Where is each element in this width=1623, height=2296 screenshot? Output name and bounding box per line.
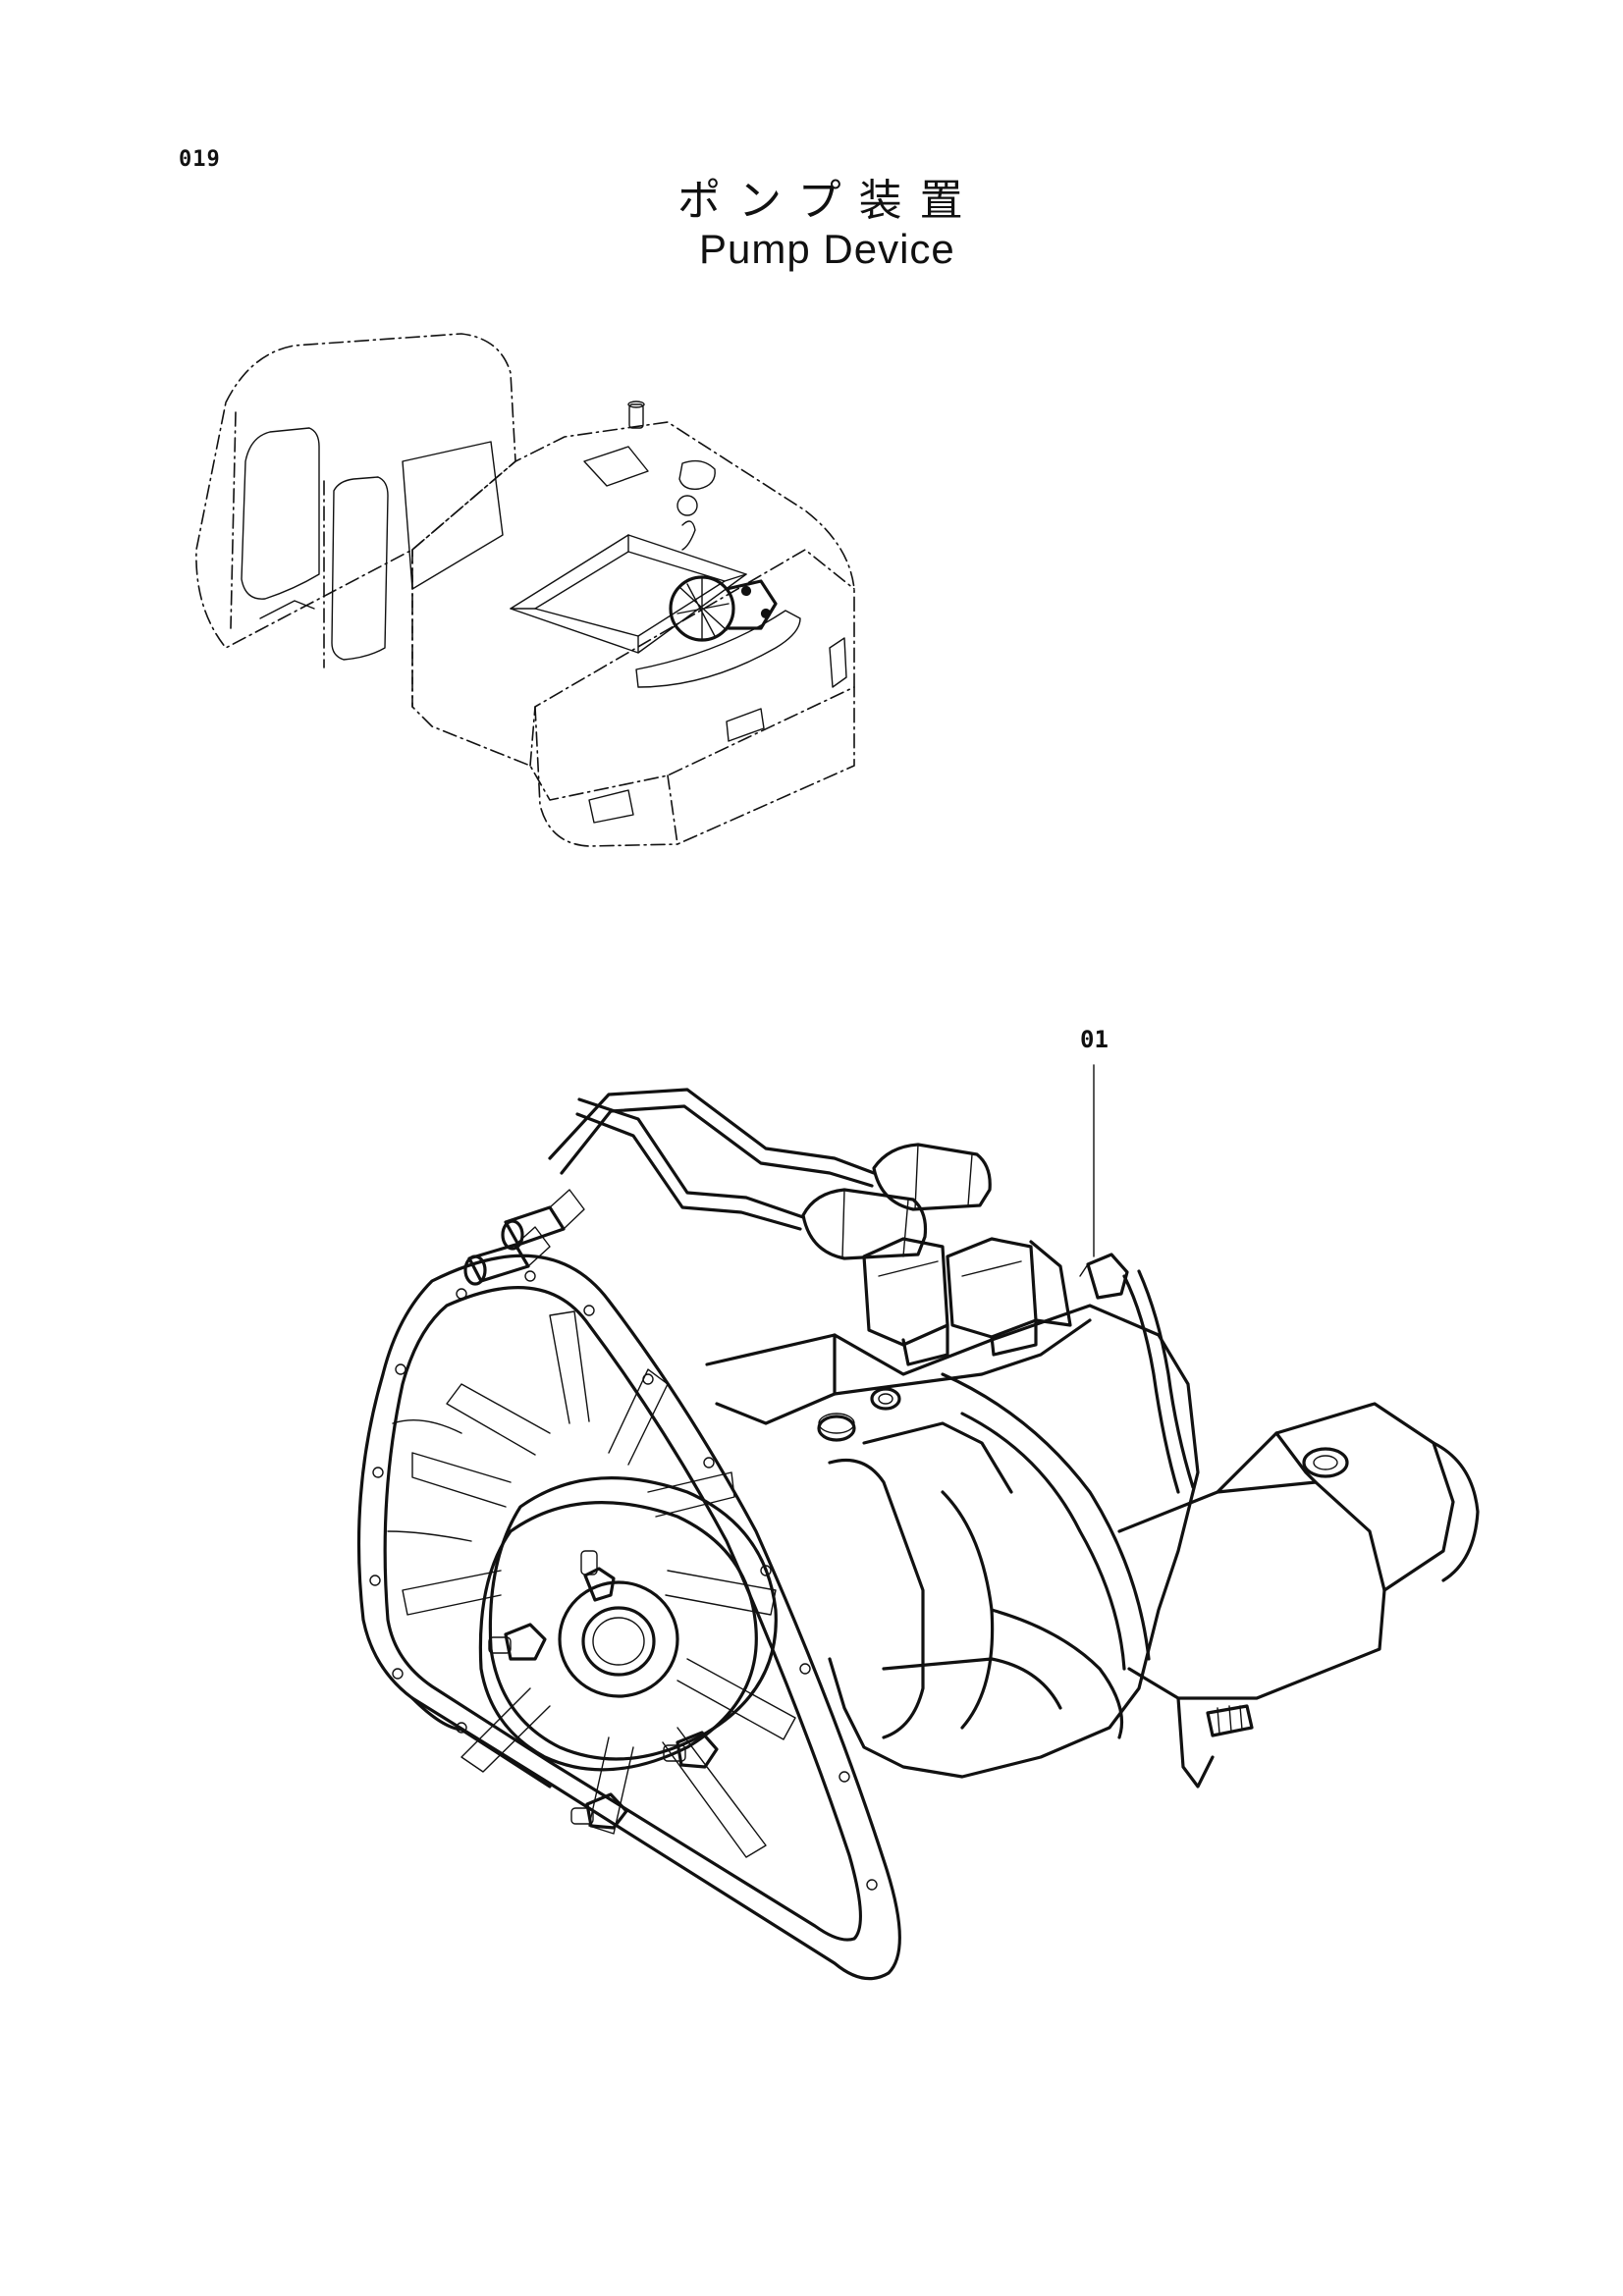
page-number: 019 [179,147,221,172]
cab-window-front [241,427,320,600]
excavator-cab [195,333,516,649]
hub-bolt-lower [570,1792,628,1830]
page-title-english: Pump Device [699,226,955,272]
pump-assembly [356,1064,1480,1981]
locator-pump-highlight [669,575,778,642]
regulator-blocks [862,1237,1072,1366]
callout-label-01: 01 [1080,1026,1109,1053]
excavator-upper-body [411,421,855,801]
flywheel-housing-flange [356,1254,901,1981]
page-title-japanese: ポンプ装置 [677,176,981,226]
engine-hood [510,534,747,654]
wiring-harness [463,1088,876,1286]
cab-window-side [331,476,389,661]
connector-upper [501,1189,585,1251]
pressure-sensor-01 [1079,1253,1195,1494]
connector-lower [463,1226,551,1286]
hub-bolt-upper [580,1550,616,1602]
excavator-locator-view [195,333,855,847]
hub-bolt-left [488,1623,547,1661]
pump-housing [705,1304,1200,1779]
fan-spokes [387,1310,796,1858]
flange-bolt-holes [369,1270,878,1891]
gear-pump [1117,1402,1480,1789]
hub-bolt-right [663,1731,719,1769]
coupling-hub [478,1476,778,1830]
solenoid-valves [801,1143,992,1260]
